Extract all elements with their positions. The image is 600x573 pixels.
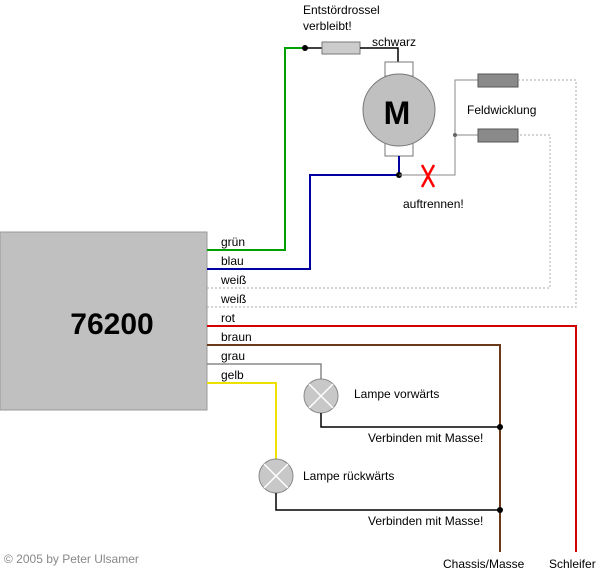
motor-circle xyxy=(362,73,436,147)
cut-note: auftrennen! xyxy=(403,197,464,211)
wire-lamp-forward-ground xyxy=(320,413,500,428)
junction-ground-1 xyxy=(497,424,503,430)
wire-black xyxy=(360,47,399,62)
module-box xyxy=(0,231,208,411)
wire-label-gruen: grün xyxy=(221,235,245,249)
wire-label-gelb: gelb xyxy=(221,368,244,382)
wire-blue xyxy=(207,156,400,270)
wire-white-1 xyxy=(207,134,551,289)
wire-label-weiss-1: weiß xyxy=(220,273,246,287)
module-label: 76200 xyxy=(70,308,153,341)
cut-mark-icon xyxy=(420,164,436,188)
motor-label: M xyxy=(384,95,411,131)
field-label: Feldwicklung xyxy=(467,103,536,117)
choke-note-line1: Entstördrossel xyxy=(303,3,380,17)
lamp-reverse-label: Lampe rückwärts xyxy=(303,469,394,483)
wire-label-grau: grau xyxy=(221,349,245,363)
wire-label-weiss-2: weiß xyxy=(220,292,246,306)
lamp-forward-icon xyxy=(303,378,339,414)
wire-yellow xyxy=(207,382,277,460)
copyright: © 2005 by Peter Ulsamer xyxy=(4,552,139,566)
junction-ground-2 xyxy=(497,507,503,513)
wire-white-2 xyxy=(207,79,577,308)
wire-label-rot: rot xyxy=(221,311,236,325)
terminal-ground-label: Chassis/Masse xyxy=(443,557,525,571)
choke-note-line2: verbleibt! xyxy=(303,19,352,33)
wire-label-schwarz: schwarz xyxy=(372,35,416,49)
wire-red xyxy=(207,325,577,552)
wire-brown xyxy=(207,344,501,552)
ground-note-2: Verbinden mit Masse! xyxy=(368,514,483,528)
field-winding-bottom xyxy=(477,128,519,143)
junction-field xyxy=(453,133,457,137)
wire-label-blau: blau xyxy=(221,254,244,268)
lamp-reverse-icon xyxy=(258,458,294,494)
field-winding-top xyxy=(477,73,519,88)
wire-green xyxy=(207,47,305,251)
wire-gray xyxy=(207,363,322,380)
choke-resistor xyxy=(321,41,361,55)
wire-lamp-reverse-ground xyxy=(275,493,500,511)
terminal-wiper-label: Schleifer xyxy=(549,557,596,571)
ground-note-1: Verbinden mit Masse! xyxy=(368,431,483,445)
lamp-forward-label: Lampe vorwärts xyxy=(354,387,439,401)
wire-label-braun: braun xyxy=(221,330,252,344)
